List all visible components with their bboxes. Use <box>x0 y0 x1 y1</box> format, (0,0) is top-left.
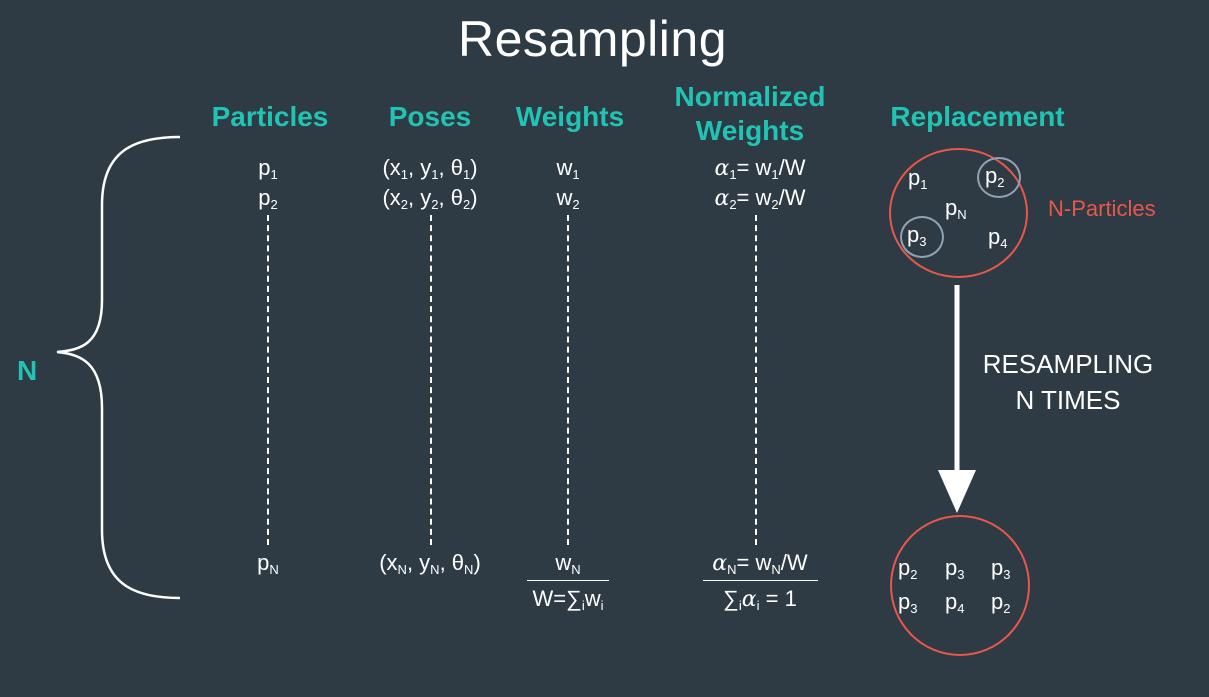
weight-n: wN <box>555 550 581 577</box>
resampling-label: RESAMPLING N TIMES <box>968 346 1168 418</box>
poses-dashed-line <box>430 215 432 545</box>
weights-sum-line <box>527 580 609 581</box>
resampling-label-line2: N TIMES <box>1015 385 1121 415</box>
weight-1: w1 <box>556 155 580 182</box>
top-particle-1: p1 <box>908 165 928 192</box>
highlight-circle-p2 <box>977 157 1021 198</box>
pose-1: (x1, y1, θ1) <box>382 155 478 182</box>
header-normalized-line1: Normalized <box>674 81 826 112</box>
header-normalized-weights: Normalized Weights <box>650 80 850 148</box>
particle-1: p1 <box>258 155 278 182</box>
pose-n: (xN, yN, θN) <box>379 550 481 577</box>
particle-n: pN <box>257 550 279 577</box>
particle-2: p2 <box>258 185 278 212</box>
n-label: N <box>17 355 38 386</box>
header-replacement: Replacement <box>890 101 1065 132</box>
n-particles-label: N-Particles <box>1048 196 1156 221</box>
weights-dashed-line <box>567 215 569 545</box>
header-normalized-line2: Weights <box>695 115 805 146</box>
bottom-particle-5: p4 <box>945 589 965 616</box>
header-poses: Poses <box>388 101 472 132</box>
normalized-weight-n: αN= wN/W <box>712 550 808 577</box>
particles-circle-bottom <box>890 515 1030 656</box>
particles-dashed-line <box>267 215 269 545</box>
pose-2: (x2, y2, θ2) <box>382 185 478 212</box>
header-weights: Weights <box>515 101 625 132</box>
top-particle-3: p3 <box>907 222 927 249</box>
normalized-weight-1: α1= w1/W <box>714 155 806 182</box>
particles-circle-top <box>889 148 1028 278</box>
bottom-particle-4: p3 <box>898 589 918 616</box>
normalized-dashed-line <box>755 215 757 545</box>
top-particle-n: pN <box>945 195 967 222</box>
normalized-sum: ∑iαi = 1 <box>723 586 797 613</box>
normalized-weight-2: α2= w2/W <box>714 185 806 212</box>
resampling-arrow-icon <box>938 285 976 513</box>
resampling-label-line1: RESAMPLING <box>982 349 1154 379</box>
top-particle-2: p2 <box>985 163 1005 190</box>
weight-2: w2 <box>556 185 580 212</box>
header-particles: Particles <box>211 101 329 132</box>
bottom-particle-6: p2 <box>991 589 1011 616</box>
curly-brace <box>56 135 181 600</box>
top-particle-4: p4 <box>988 224 1008 251</box>
page-title: Resampling <box>457 11 727 67</box>
normalized-sum-line <box>703 580 818 581</box>
highlight-circle-p3 <box>900 216 944 258</box>
weights-sum: W=∑iwi <box>532 586 604 613</box>
bottom-particle-2: p3 <box>945 555 965 582</box>
bottom-particle-3: p3 <box>991 555 1011 582</box>
bottom-particle-1: p2 <box>898 555 918 582</box>
